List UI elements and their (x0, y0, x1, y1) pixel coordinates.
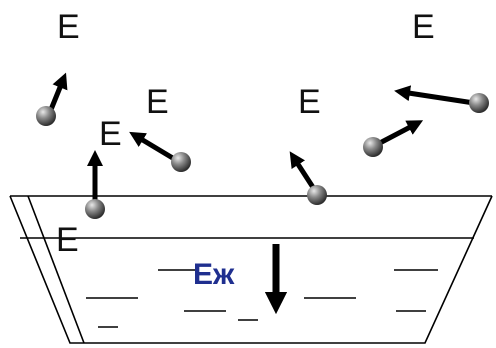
vessel-inner-wall (27, 195, 85, 344)
velocity-arrow (47, 72, 68, 113)
liquid-energy-label: Eж (193, 258, 235, 291)
molecule (363, 137, 383, 157)
energy-label: E (412, 8, 435, 46)
energy-label: E (298, 83, 321, 121)
molecule (36, 106, 56, 126)
energy-label: E (57, 8, 80, 46)
velocity-arrows (47, 72, 475, 315)
velocity-arrow (129, 131, 178, 163)
vessel-outer-wall (9, 195, 493, 344)
vessel (9, 195, 493, 344)
energy-labels: E E E E E E Eж (56, 8, 435, 291)
energy-label: E (146, 83, 169, 121)
molecule (85, 199, 105, 219)
molecule (307, 185, 327, 205)
energy-label: E (56, 221, 79, 259)
velocity-arrow (374, 120, 424, 148)
molecule (171, 152, 191, 172)
energy-label: E (99, 115, 122, 153)
molecule (469, 93, 489, 113)
liquid-dashes (86, 269, 438, 328)
velocity-arrow (394, 85, 475, 106)
molecules (36, 93, 489, 219)
